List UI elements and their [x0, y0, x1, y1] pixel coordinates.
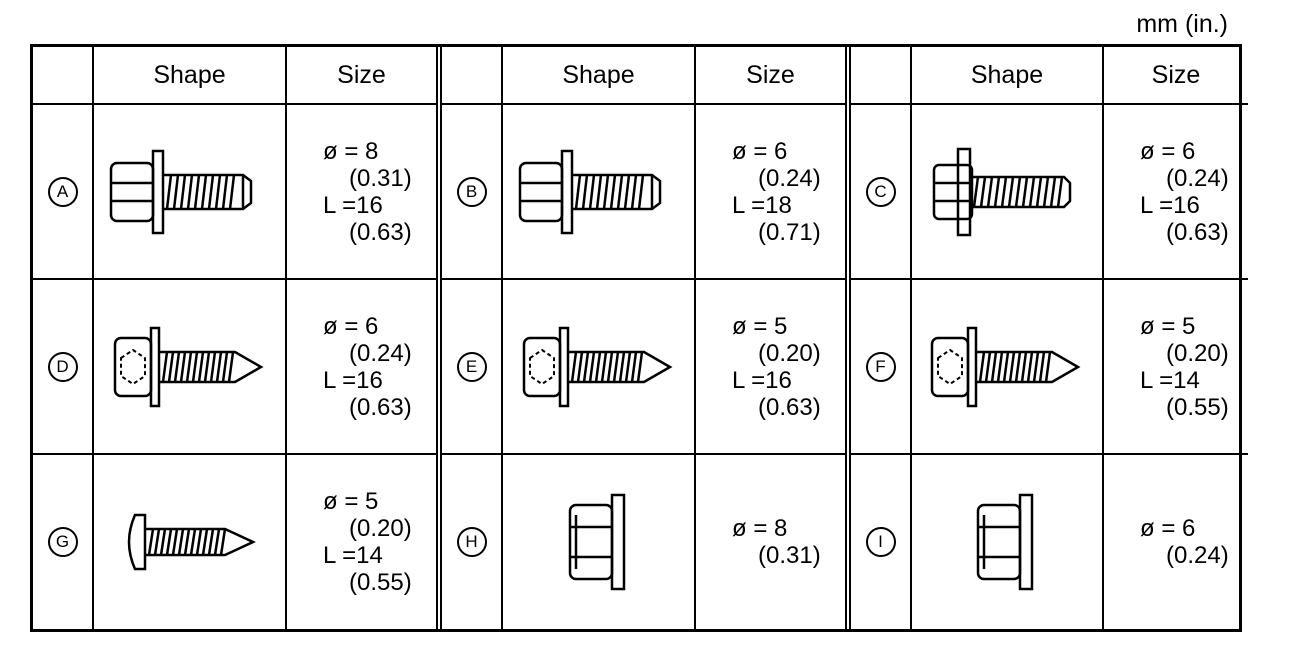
length-inch: (0.55)	[1166, 393, 1229, 421]
item-letter: D	[47, 351, 78, 382]
item-letter: C	[865, 176, 896, 207]
blank-header-cell	[851, 47, 912, 105]
diameter-value: ø = 5	[323, 488, 379, 515]
blank-header-cell	[33, 47, 94, 105]
item-letter-cell: G	[33, 455, 94, 629]
unit-label: mm (in.)	[1136, 10, 1228, 38]
diameter-inch: (0.24)	[1166, 164, 1229, 192]
diameter-inch: (0.31)	[349, 164, 412, 192]
item-shape-cell	[912, 280, 1104, 455]
bolt-washer-icon	[109, 149, 252, 234]
length-value: L =16	[1140, 191, 1200, 219]
shape-header: Shape	[94, 47, 287, 105]
item-letter-cell: B	[442, 105, 503, 280]
diameter-inch: (0.24)	[1166, 542, 1229, 569]
diameter-inch: (0.24)	[758, 164, 821, 192]
item-letter-cell: E	[442, 280, 503, 455]
fastener-table: Shape Size A ø = 8 (0.31) L =16 (0.63) D…	[30, 44, 1248, 632]
length-value: L =16	[323, 366, 383, 394]
diameter-value: ø = 6	[1140, 515, 1196, 542]
item-letter: H	[456, 527, 487, 557]
item-letter: I	[865, 527, 896, 557]
flange-bolt-icon	[932, 147, 1072, 236]
table-group-1: Shape Size A ø = 8 (0.31) L =16 (0.63) D…	[33, 47, 436, 629]
tapping-screw-washer-icon	[113, 326, 264, 407]
table-group-3: Shape Size C ø = 6 (0.24) L =16 (0.63) F…	[845, 47, 1248, 629]
diameter-value: ø = 5	[1140, 312, 1196, 340]
item-letter-cell: I	[851, 455, 912, 629]
diameter-value: ø = 6	[732, 137, 788, 165]
length-value: L =14	[1140, 366, 1200, 394]
item-size-cell: ø = 5 (0.20) L =14 (0.55)	[287, 455, 436, 629]
item-size-cell: ø = 8 (0.31)	[696, 455, 845, 629]
length-inch: (0.63)	[349, 393, 412, 421]
diameter-inch: (0.24)	[349, 339, 412, 367]
length-inch: (0.63)	[349, 218, 412, 246]
size-header: Size	[1104, 47, 1248, 105]
size-header: Size	[696, 47, 845, 105]
item-shape-cell	[503, 280, 696, 455]
shape-header: Shape	[912, 47, 1104, 105]
item-size-cell: ø = 6 (0.24) L =16 (0.63)	[287, 280, 436, 455]
size-header: Size	[287, 47, 436, 105]
diameter-inch: (0.20)	[349, 515, 412, 542]
item-size-cell: ø = 6 (0.24) L =16 (0.63)	[1104, 105, 1248, 280]
diameter-value: ø = 6	[323, 312, 379, 340]
length-value: L =16	[323, 191, 383, 219]
item-size-cell: ø = 5 (0.20) L =14 (0.55)	[1104, 280, 1248, 455]
length-inch: (0.63)	[758, 393, 821, 421]
item-size-cell: ø = 5 (0.20) L =16 (0.63)	[696, 280, 845, 455]
item-size-cell: ø = 6 (0.24)	[1104, 455, 1248, 629]
item-letter-cell: C	[851, 105, 912, 280]
shape-header: Shape	[503, 47, 696, 105]
pan-head-screw-icon	[127, 513, 256, 571]
item-shape-cell	[503, 455, 696, 629]
length-value: L =18	[732, 191, 792, 219]
diameter-value: ø = 6	[1140, 137, 1196, 165]
length-value: L =16	[732, 366, 792, 394]
diameter-value: ø = 8	[323, 137, 379, 165]
diameter-value: ø = 5	[732, 312, 788, 340]
item-letter: A	[47, 176, 78, 207]
item-letter-cell: H	[442, 455, 503, 629]
item-shape-cell	[503, 105, 696, 280]
length-inch: (0.63)	[1166, 218, 1229, 246]
length-inch: (0.55)	[349, 569, 412, 596]
diameter-inch: (0.20)	[758, 339, 821, 367]
diameter-inch: (0.31)	[758, 542, 821, 569]
item-shape-cell	[94, 455, 287, 629]
flange-nut-icon	[568, 493, 625, 591]
item-shape-cell	[94, 105, 287, 280]
item-size-cell: ø = 8 (0.31) L =16 (0.63)	[287, 105, 436, 280]
diameter-inch: (0.20)	[1166, 339, 1229, 367]
item-letter-cell: F	[851, 280, 912, 455]
item-letter-cell: D	[33, 280, 94, 455]
length-value: L =14	[323, 542, 383, 569]
length-inch: (0.71)	[758, 218, 821, 246]
flange-nut-icon	[976, 493, 1034, 591]
table-group-2: Shape Size B ø = 6 (0.24) L =18 (0.71) E…	[436, 47, 845, 629]
item-letter: E	[456, 351, 487, 382]
blank-header-cell	[442, 47, 503, 105]
item-letter: G	[47, 527, 78, 557]
item-shape-cell	[912, 105, 1104, 280]
diameter-value: ø = 8	[732, 515, 788, 542]
item-letter: F	[865, 351, 896, 382]
item-letter-cell: A	[33, 105, 94, 280]
bolt-washer-icon	[518, 149, 661, 234]
item-size-cell: ø = 6 (0.24) L =18 (0.71)	[696, 105, 845, 280]
tapping-screw-washer-icon	[522, 326, 673, 407]
item-letter: B	[456, 176, 487, 207]
item-shape-cell	[912, 455, 1104, 629]
item-shape-cell	[94, 280, 287, 455]
tapping-screw-washer-icon	[930, 326, 1081, 407]
